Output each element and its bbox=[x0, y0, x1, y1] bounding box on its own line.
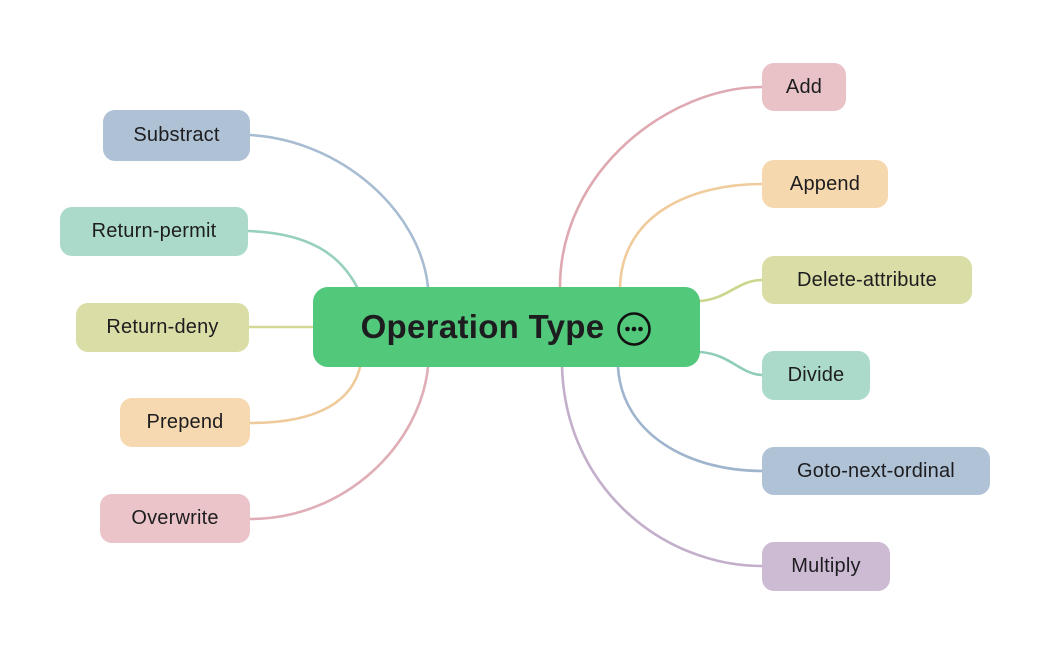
branch-node-overwrite[interactable]: Overwrite bbox=[100, 494, 250, 543]
edge-append-connector bbox=[618, 182, 764, 289]
branch-node-goto-next-ordinal[interactable]: Goto-next-ordinal bbox=[762, 447, 990, 495]
branch-node-append[interactable]: Append bbox=[762, 160, 888, 208]
branch-label: Overwrite bbox=[131, 507, 219, 529]
branch-label: Return-permit bbox=[91, 220, 217, 242]
branch-node-delete-attribute[interactable]: Delete-attribute bbox=[762, 256, 972, 304]
branch-node-prepend[interactable]: Prepend bbox=[120, 398, 250, 447]
edge-return-permit-connector bbox=[246, 229, 359, 289]
edge-prepend-connector bbox=[248, 365, 362, 425]
edge-divide-connector bbox=[698, 350, 764, 377]
edge-multiply-connector bbox=[560, 365, 764, 568]
edge-overwrite-connector bbox=[248, 365, 430, 521]
branch-label: Substract bbox=[133, 124, 220, 146]
edge-substract-connector bbox=[248, 133, 430, 289]
branch-node-substract[interactable]: Substract bbox=[103, 110, 250, 161]
branch-label: Delete-attribute bbox=[797, 268, 937, 291]
ellipsis-circle-icon[interactable] bbox=[616, 311, 652, 347]
central-node-label: Operation Type bbox=[360, 308, 605, 345]
branch-label: Goto-next-ordinal bbox=[797, 459, 955, 482]
branch-label: Add bbox=[785, 75, 823, 98]
branch-label: Append bbox=[789, 172, 861, 195]
branch-node-return-permit[interactable]: Return-permit bbox=[60, 207, 248, 256]
edge-delete-attribute-connector bbox=[698, 278, 764, 303]
edge-add-connector bbox=[558, 85, 764, 289]
branch-node-divide[interactable]: Divide bbox=[762, 351, 870, 400]
branch-label: Multiply bbox=[791, 555, 861, 577]
branch-node-add[interactable]: Add bbox=[762, 63, 846, 111]
edge-goto-next-ordinal-connector bbox=[616, 365, 764, 473]
branch-label: Return-deny bbox=[106, 316, 219, 338]
branch-label: Prepend bbox=[146, 411, 224, 433]
branch-node-return-deny[interactable]: Return-deny bbox=[76, 303, 249, 352]
branch-node-multiply[interactable]: Multiply bbox=[762, 542, 890, 591]
branch-label: Divide bbox=[787, 364, 845, 386]
central-node-operation-type[interactable]: Operation Type bbox=[313, 287, 700, 367]
